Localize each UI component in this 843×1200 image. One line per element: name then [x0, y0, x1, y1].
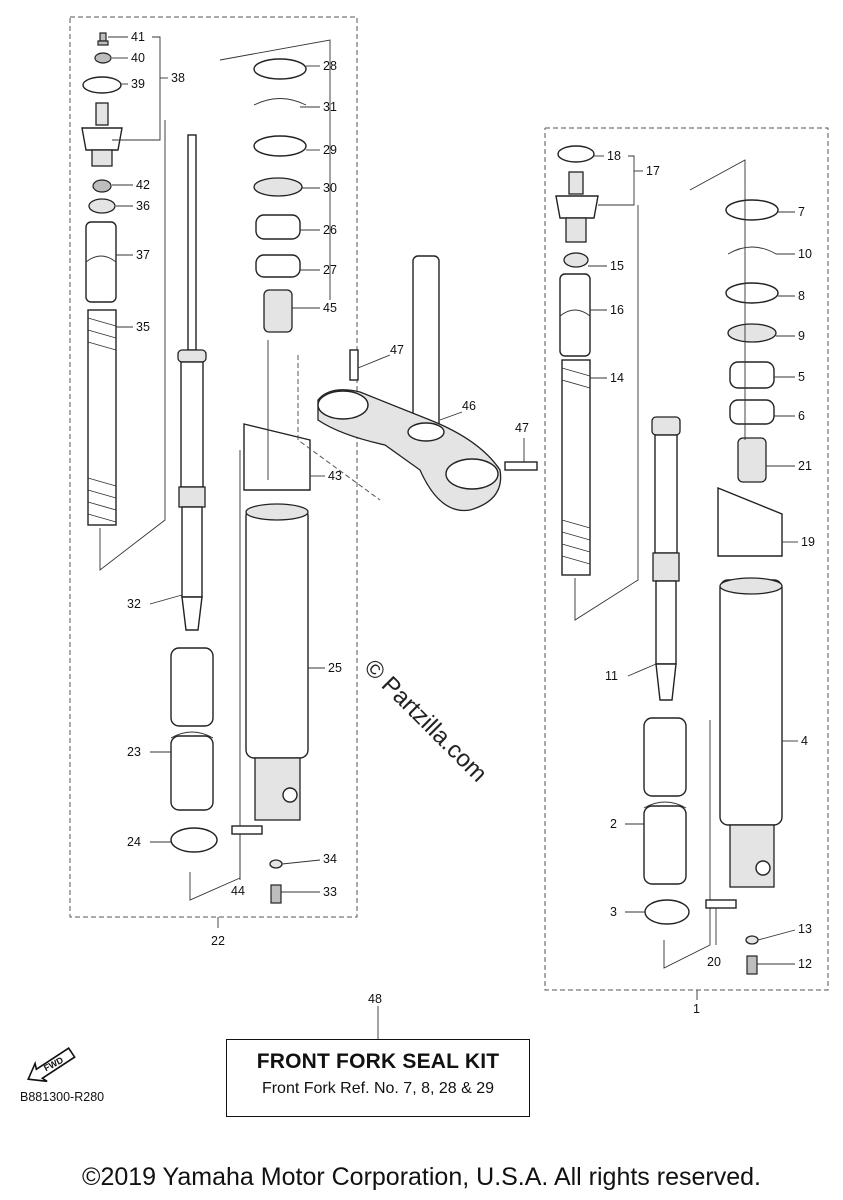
right-inner-rod-leader: [574, 205, 639, 621]
left-lower-leader: [189, 450, 241, 901]
left-protector-43: [243, 423, 311, 491]
callout-36: 36: [136, 199, 150, 213]
callout-13: 13: [798, 922, 812, 936]
left-washer-34: [269, 859, 283, 869]
left-fork-group-outline: [69, 16, 358, 918]
callout-9: 9: [798, 329, 805, 343]
left-inner-rod-leader: [99, 120, 166, 571]
callout-12: 12: [798, 957, 812, 971]
callout-26: 26: [323, 223, 337, 237]
kit-subtitle: Front Fork Ref. No. 7, 8, 28 & 29: [261, 1080, 495, 1097]
callout-40: 40: [131, 51, 145, 65]
right-bolt-20: [705, 899, 737, 909]
callout-17: 17: [646, 164, 660, 178]
callout-30: 30: [323, 181, 337, 195]
callout-25: 25: [328, 661, 342, 675]
callout-37: 37: [136, 248, 150, 262]
callout-19: 19: [801, 535, 815, 549]
callout-33: 33: [323, 885, 337, 899]
left-damper-rod-32: [177, 134, 207, 631]
callout-6: 6: [798, 409, 805, 423]
left-ring-24: [170, 827, 218, 853]
callout-10: 10: [798, 247, 812, 261]
callout-18: 18: [607, 149, 621, 163]
callout-11: 11: [605, 669, 618, 683]
right-seal-stack: [725, 199, 779, 483]
callout-29: 29: [323, 143, 337, 157]
left-seal-stack: [253, 58, 307, 333]
left-nut-42: [92, 179, 112, 193]
right-top-leader: [689, 159, 746, 440]
callout-2: 2: [610, 817, 617, 831]
copyright-notice: ©2019 Yamaha Motor Corporation, U.S.A. A…: [82, 1163, 761, 1191]
left-bolt-44: [231, 825, 263, 835]
callout-27: 27: [323, 263, 337, 277]
callout-24: 24: [127, 835, 141, 849]
callout-14: 14: [610, 371, 624, 385]
callout-47a: 47: [390, 343, 404, 357]
right-ring-3: [644, 899, 690, 925]
stem-group-outline: [297, 355, 381, 501]
callout-47b: 47: [515, 421, 529, 435]
callout-43: 43: [328, 469, 342, 483]
right-outer-tube-4: [719, 577, 783, 888]
callout-5: 5: [798, 370, 805, 384]
left-top-leader: [219, 39, 331, 300]
callout-28: 28: [323, 59, 337, 73]
right-protector-19: [717, 486, 783, 557]
front-fork-seal-kit-box: FRONT FORK SEAL KIT Front Fork Ref. No. …: [226, 1039, 530, 1117]
right-washer-15: [563, 252, 589, 268]
right-spring-14: [561, 359, 591, 576]
callout-16: 16: [610, 303, 624, 317]
callout-4: 4: [801, 734, 808, 748]
callout-41: 41: [131, 30, 145, 44]
callout-20: 20: [707, 955, 721, 969]
drawing-code: B881300-R280: [20, 1090, 105, 1104]
left-drain-bolt-33: [270, 884, 282, 904]
right-fork-group-outline: [544, 127, 829, 991]
left-fork-cap-assembly: [81, 32, 123, 167]
callout-38: 38: [171, 71, 185, 85]
callout-48: 48: [368, 992, 382, 1006]
right-spacer-16: [559, 273, 591, 357]
left-washer-36: [88, 198, 116, 214]
callout-7: 7: [798, 205, 805, 219]
left-spring-35: [87, 309, 117, 526]
callout-32: 32: [127, 597, 141, 611]
fwd-arrow-icon: FWD: [22, 1036, 82, 1087]
right-damper-rod-11: [651, 416, 681, 701]
callout-44: 44: [231, 884, 245, 898]
callout-35: 35: [136, 320, 150, 334]
callout-45: 45: [323, 301, 337, 315]
stem-bolt-47a: [349, 349, 359, 381]
callout-31: 31: [323, 100, 337, 114]
right-bushing-2: [643, 717, 687, 885]
left-spacer-37: [85, 221, 117, 303]
left-outer-tube-25: [245, 503, 309, 821]
callout-3: 3: [610, 905, 617, 919]
callout-34: 34: [323, 852, 337, 866]
callout-labels: 41 40 39 38 42 36 37 35 32 23 24 28 31 2…: [108, 30, 815, 1039]
callout-8: 8: [798, 289, 805, 303]
callout-23: 23: [127, 745, 141, 759]
callout-22: 22: [211, 934, 225, 948]
callout-46: 46: [462, 399, 476, 413]
callout-39: 39: [131, 77, 145, 91]
left-bushing-23: [170, 647, 214, 811]
right-lower-leader: [663, 720, 711, 969]
callout-42: 42: [136, 178, 150, 192]
callout-15: 15: [610, 259, 624, 273]
callout-21: 21: [798, 459, 812, 473]
right-fork-cap-assembly: [555, 145, 599, 243]
steering-stem-46: [317, 255, 502, 512]
kit-title: FRONT FORK SEAL KIT: [256, 1050, 500, 1073]
right-washer-13: [745, 935, 759, 945]
stem-bolt-47b: [504, 461, 538, 471]
right-drain-bolt-12: [746, 955, 758, 975]
callout-1: 1: [693, 1002, 700, 1016]
